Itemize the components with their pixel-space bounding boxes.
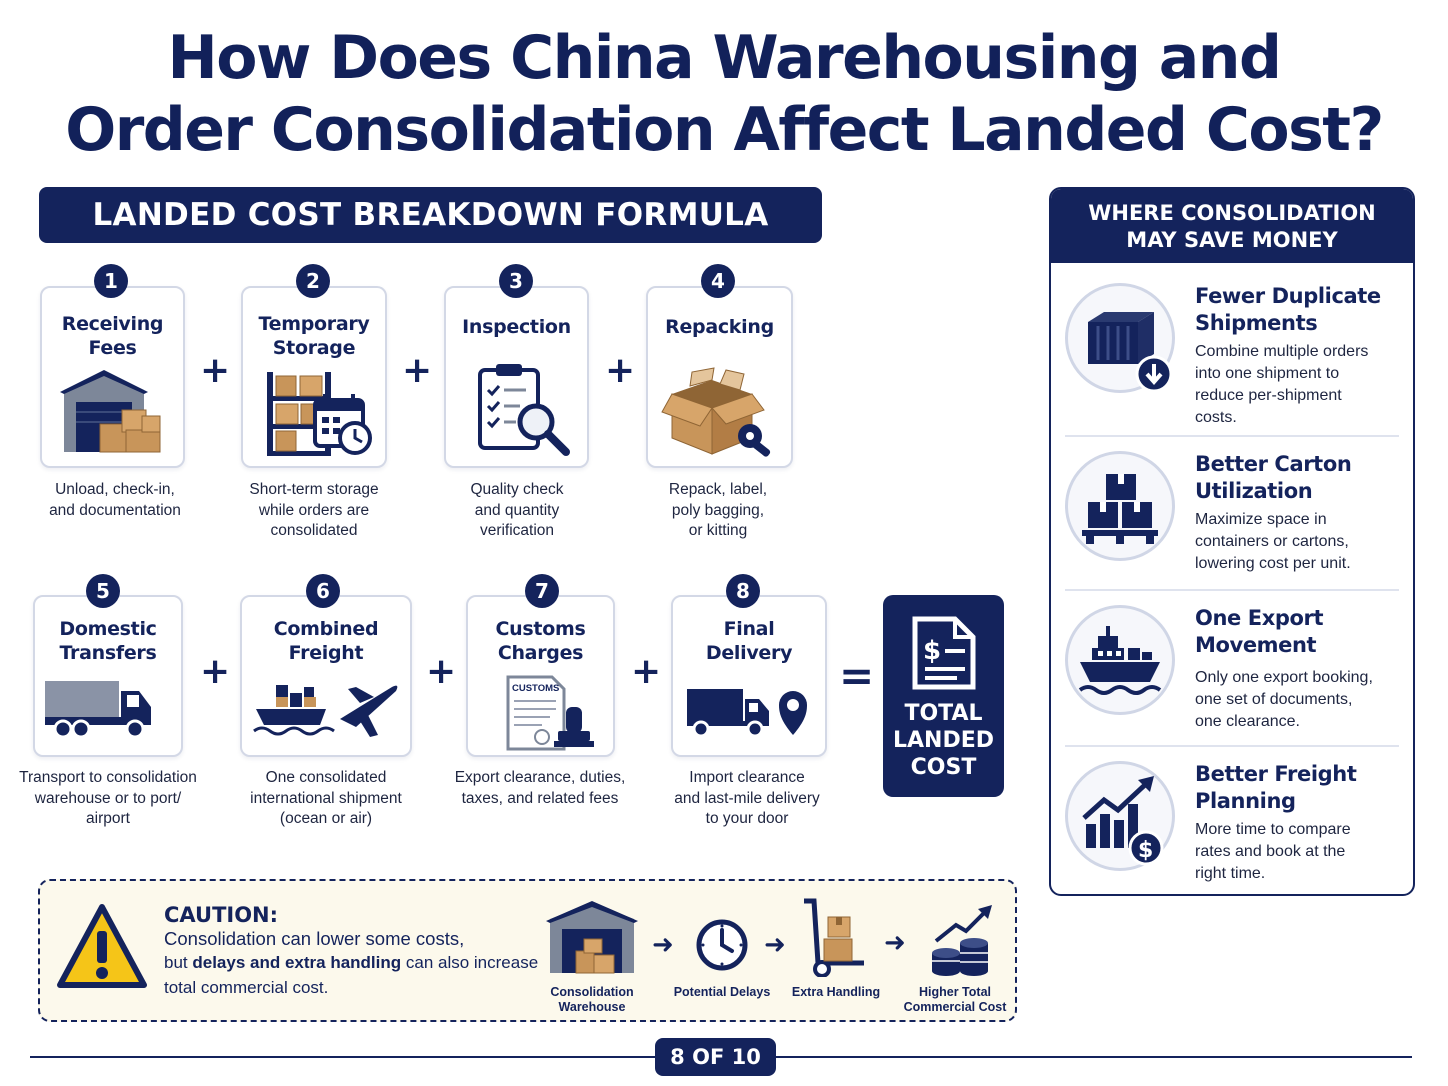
ship-plane-icon — [253, 685, 398, 737]
caution-line-1: Consolidation can lower some costs, — [164, 928, 465, 949]
growth-chart-dollar-icon: $ — [1065, 761, 1175, 871]
equals-sign: = — [839, 651, 875, 700]
benefit-divider — [1065, 745, 1399, 747]
step-desc: Repack, label,poly bagging,or kitting — [668, 481, 768, 539]
step-badge-3: 3 — [499, 264, 533, 298]
invoice-dollar-icon: $ — [912, 616, 976, 690]
plus-sign: + — [605, 350, 636, 391]
plus-sign: + — [402, 350, 433, 391]
pallet-cartons-icon — [1065, 451, 1175, 561]
warehouse-icon — [60, 370, 161, 453]
flow-arrow: ➜ — [764, 929, 786, 959]
coins-rising-icon — [932, 905, 992, 976]
flow-arrow: ➜ — [884, 927, 906, 957]
plus-sign: + — [200, 350, 231, 391]
step-badge-8: 8 — [726, 574, 760, 608]
benefit-divider — [1065, 435, 1399, 437]
customs-doc-label: CUSTOMS — [512, 683, 560, 694]
plus-sign: + — [200, 651, 231, 692]
svg-text:$: $ — [923, 636, 941, 666]
step-card-inspection: Inspection — [444, 286, 589, 468]
step-badge-4: 4 — [701, 264, 735, 298]
title-line-2: Order Consolidation Affect Landed Cost? — [65, 95, 1384, 165]
title-line-1: How Does China Warehousing and — [167, 23, 1282, 93]
benefit-desc: Only one export booking,one set of docum… — [1195, 669, 1373, 730]
caution-title: CAUTION: — [164, 903, 279, 927]
formula-banner: LANDED COST BREAKDOWN FORMULA — [39, 187, 822, 243]
step-desc: Unload, check-in,and documentation — [49, 481, 181, 519]
warehouse-icon — [546, 901, 638, 974]
step-badge-1: 1 — [94, 264, 128, 298]
storage-rack-icon — [267, 372, 372, 456]
plus-sign: + — [631, 651, 662, 692]
flow-label: Potential Delays — [673, 985, 771, 999]
step-title: Repacking — [665, 316, 774, 338]
hand-truck-icon — [804, 898, 864, 977]
open-box-tape-icon — [661, 367, 771, 457]
customs-document-icon — [506, 675, 594, 751]
flow-arrow: ➜ — [652, 929, 674, 959]
warning-icon — [57, 904, 147, 988]
svg-text:$: $ — [1138, 838, 1153, 863]
plus-sign: + — [426, 651, 457, 692]
step-badge-2: 2 — [296, 264, 330, 298]
step-badge-5: 5 — [86, 574, 120, 608]
step-badge-6: 6 — [306, 574, 340, 608]
step-badge-7: 7 — [525, 574, 559, 608]
delivery-truck-pin-icon — [687, 689, 807, 738]
container-down-icon — [1065, 283, 1175, 393]
page-indicator: 8 OF 10 — [655, 1038, 776, 1076]
caution-line-2: but delays and extra handling can also i… — [164, 953, 539, 972]
checklist-magnifier-icon — [478, 364, 570, 456]
page-title: How Does China Warehousing and Order Con… — [0, 22, 1448, 166]
caution-box: CAUTION: Consolidation can lower some co… — [38, 879, 1017, 1022]
benefit-divider — [1065, 589, 1399, 591]
flow-label: Extra Handling — [791, 985, 881, 999]
truck-icon — [45, 681, 151, 739]
step-title: Inspection — [462, 316, 571, 338]
caution-line-3: total commercial cost. — [164, 978, 329, 997]
step-card-repacking: Repacking — [646, 286, 793, 468]
step-desc: Export clearance, duties,taxes, and rela… — [454, 769, 626, 807]
clock-icon — [696, 919, 748, 971]
cargo-ship-icon — [1065, 605, 1175, 715]
